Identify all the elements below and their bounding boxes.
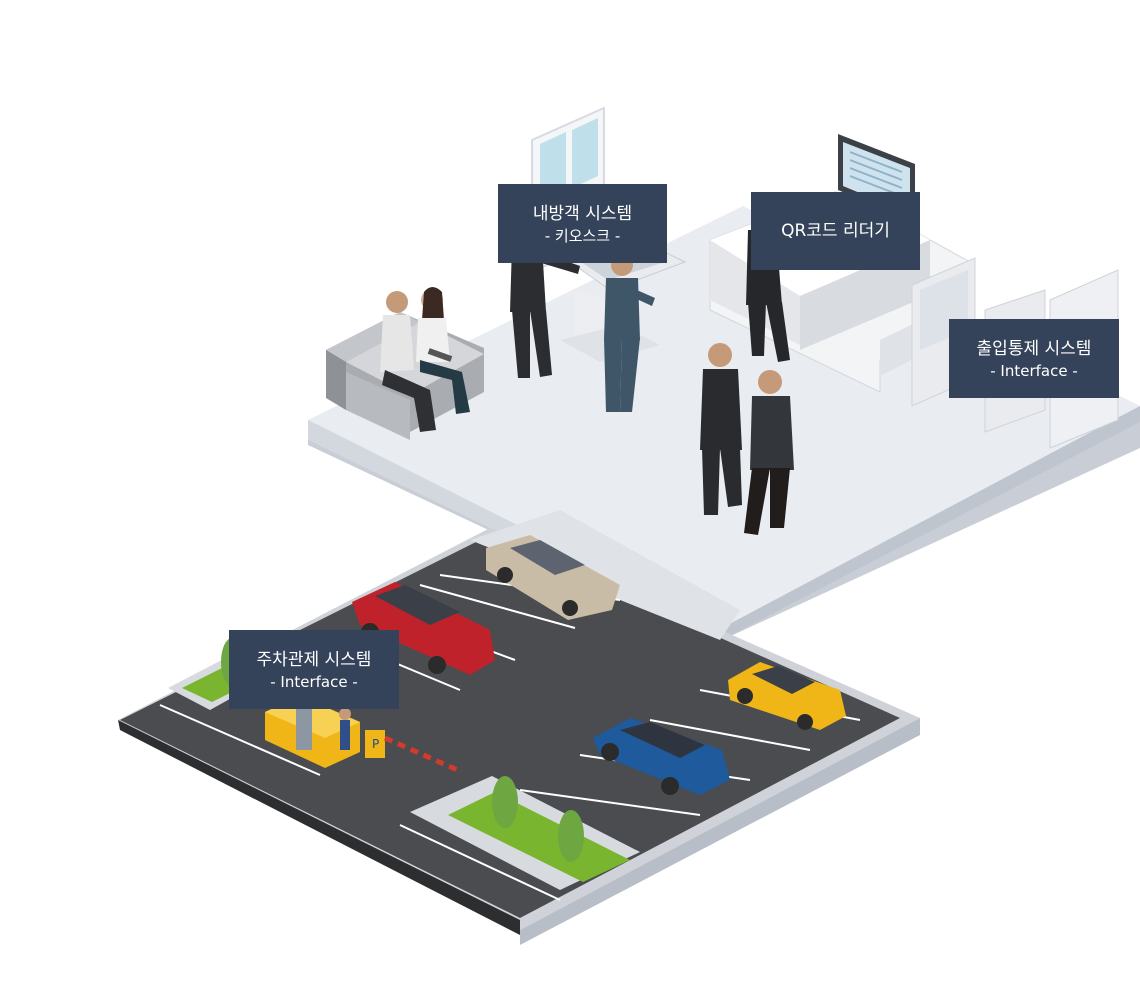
- kiosk-system-title: 내방객 시스템: [532, 203, 633, 224]
- svg-text:P: P: [372, 737, 379, 751]
- qr-reader-title: QR코드 리더기: [781, 221, 890, 241]
- beige-car: [486, 535, 620, 620]
- access-control-title: 출입통제 시스템: [976, 338, 1092, 359]
- parking-control-label: 주차관제 시스템 - Interface -: [229, 630, 399, 709]
- kiosk-system-label: 내방객 시스템 - 키오스크 -: [498, 184, 667, 263]
- cars: [352, 535, 846, 795]
- qr-reader-label: QR코드 리더기: [751, 192, 920, 270]
- access-control-label: 출입통제 시스템 - Interface -: [949, 319, 1119, 398]
- blue-car: [593, 718, 730, 795]
- parking-control-title: 주차관제 시스템: [256, 649, 372, 670]
- kiosk-system-subtitle: - 키오스크 -: [544, 226, 621, 245]
- yellow-car: [728, 662, 846, 730]
- parking-control-subtitle: - Interface -: [270, 672, 358, 691]
- access-control-subtitle: - Interface -: [990, 361, 1078, 380]
